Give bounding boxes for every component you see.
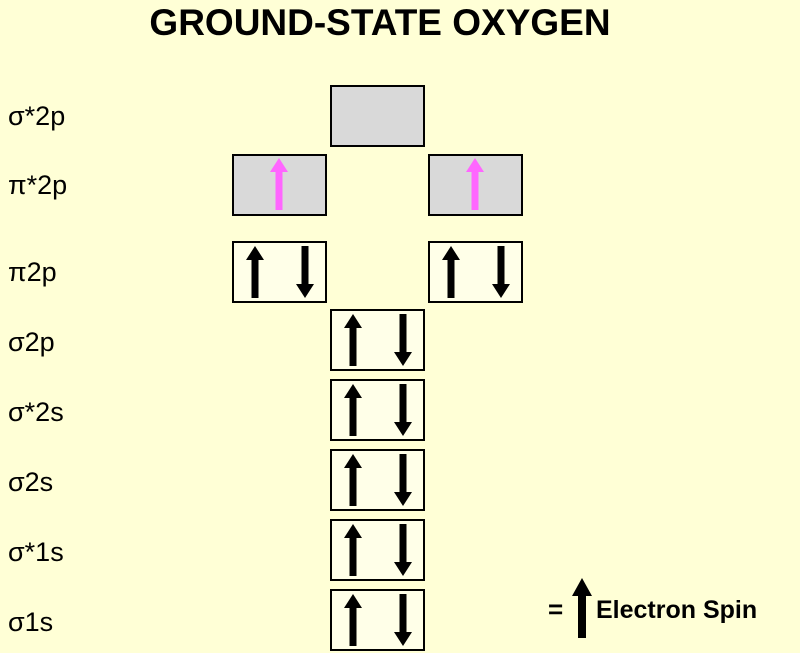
- spin-up-arrow-icon: [442, 246, 460, 298]
- unpaired-spin-up-arrow-icon: [466, 158, 484, 210]
- spin-down-arrow-icon: [296, 246, 314, 298]
- spin-down-arrow-icon: [394, 384, 412, 436]
- legend-equals: =: [548, 594, 564, 624]
- orbital-box-sigma-star-2s: [330, 379, 425, 441]
- diagram-title: GROUND-STATE OXYGEN: [149, 2, 611, 43]
- level-label-sigma-star-2s: σ*2s: [8, 397, 64, 427]
- spin-up-arrow-icon: [344, 524, 362, 576]
- spin-up-arrow-icon: [246, 246, 264, 298]
- level-label-sigma-2p: σ2p: [8, 327, 55, 357]
- level-label-pi-star-2p: π*2p: [8, 170, 68, 200]
- orbital-box-sigma-1s: [330, 589, 425, 651]
- orbital-box-pi-2p-right: [428, 241, 523, 303]
- orbital-box-pi-star-2p-left: [232, 154, 327, 216]
- spin-down-arrow-icon: [394, 454, 412, 506]
- legend-text: Electron Spin: [596, 596, 758, 624]
- orbital-box-pi-star-2p-right: [428, 154, 523, 216]
- legend: = Electron Spin: [548, 578, 798, 640]
- spin-down-arrow-icon: [394, 314, 412, 366]
- spin-up-arrow-icon: [344, 314, 362, 366]
- spin-up-arrow-icon: [344, 454, 362, 506]
- level-label-pi-2p: π2p: [8, 257, 57, 287]
- spin-up-arrow-icon: [344, 594, 362, 646]
- spin-down-arrow-icon: [394, 524, 412, 576]
- spin-down-arrow-icon: [492, 246, 510, 298]
- unpaired-spin-up-arrow-icon: [270, 158, 288, 210]
- orbital-box-pi-2p-left: [232, 241, 327, 303]
- level-label-sigma-1s: σ1s: [8, 607, 54, 637]
- up-arrow-icon: [572, 578, 592, 638]
- orbital-box-sigma-star-2p: [330, 85, 425, 147]
- level-label-sigma-2s: σ2s: [8, 467, 54, 497]
- orbital-box-sigma-star-1s: [330, 519, 425, 581]
- spin-down-arrow-icon: [394, 594, 412, 646]
- orbital-box-sigma-2p: [330, 309, 425, 371]
- spin-up-arrow-icon: [344, 384, 362, 436]
- level-label-sigma-star-1s: σ*1s: [8, 537, 64, 567]
- level-label-sigma-star-2p: σ*2p: [8, 101, 66, 131]
- orbital-box-sigma-2s: [330, 449, 425, 511]
